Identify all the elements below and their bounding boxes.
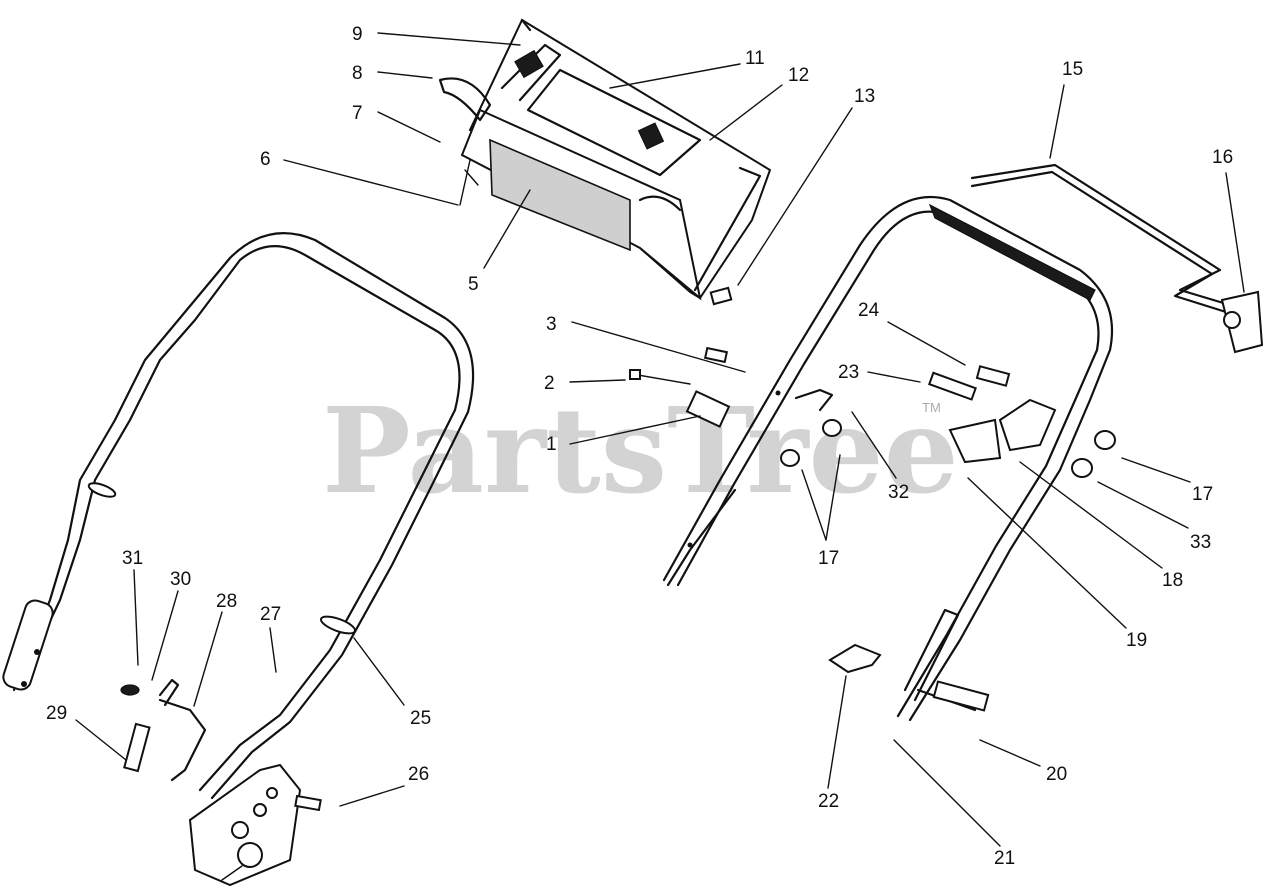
callout-1: 1 <box>546 434 557 455</box>
callout-20: 20 <box>1046 764 1067 785</box>
callout-17-left: 17 <box>818 548 839 569</box>
callout-9: 9 <box>352 24 363 45</box>
callout-15: 15 <box>1062 59 1083 80</box>
bail-bar <box>970 163 1264 354</box>
callout-6: 6 <box>260 149 271 170</box>
hardware-cluster <box>629 346 1116 712</box>
callout-26: 26 <box>408 764 429 785</box>
callout-31: 31 <box>122 548 143 569</box>
callout-19: 19 <box>1126 630 1147 651</box>
lower-handle <box>2 232 475 800</box>
callout-5: 5 <box>468 274 479 295</box>
callout-3: 3 <box>546 314 557 335</box>
callout-11: 11 <box>745 48 765 69</box>
callout-29: 29 <box>46 703 67 724</box>
callout-2: 2 <box>544 373 555 394</box>
callout-21: 21 <box>994 848 1015 869</box>
upper-handle <box>662 195 1114 722</box>
callout-25: 25 <box>410 708 431 729</box>
callout-27: 27 <box>260 604 281 625</box>
watermark: PartsTree <box>322 381 959 520</box>
callouts: 9 8 7 6 11 12 13 5 15 16 3 2 1 24 23 32 … <box>46 24 1233 869</box>
callout-33: 33 <box>1190 532 1211 553</box>
callout-28: 28 <box>216 591 237 612</box>
callout-13: 13 <box>854 86 875 107</box>
callout-24: 24 <box>858 300 880 321</box>
callout-8: 8 <box>352 63 363 84</box>
callout-18: 18 <box>1162 570 1183 591</box>
watermark-trademark: TM <box>922 400 941 415</box>
callout-16: 16 <box>1212 147 1233 168</box>
callout-17-right: 17 <box>1192 484 1213 505</box>
callout-22: 22 <box>818 791 839 812</box>
grass-bag <box>438 18 772 306</box>
callout-12: 12 <box>788 65 809 86</box>
leader-lines <box>75 32 1245 881</box>
callout-23: 23 <box>838 362 859 383</box>
callout-7: 7 <box>352 103 363 124</box>
callout-30: 30 <box>170 569 191 590</box>
height-adjust-bracket <box>120 678 322 887</box>
callout-32: 32 <box>888 482 909 503</box>
